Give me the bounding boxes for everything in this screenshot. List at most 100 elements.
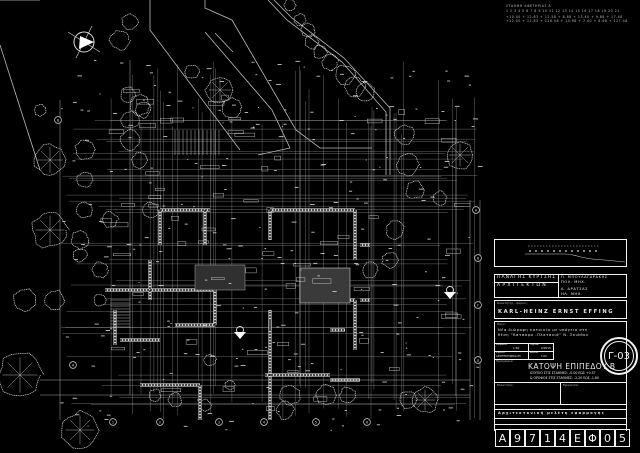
dimension-text (455, 105, 460, 107)
dimension-text (378, 409, 382, 411)
dimension-text (94, 60, 97, 61)
annotation-box (424, 118, 440, 124)
code-char: Φ (585, 429, 600, 447)
dimension-text (333, 202, 339, 203)
owner-box (494, 300, 627, 319)
dimension-text (283, 123, 287, 125)
tree-symbol (222, 97, 243, 119)
dimension-text (397, 407, 399, 409)
dimension-text (231, 218, 236, 220)
tree-symbol (203, 353, 217, 366)
dimension-text (276, 84, 281, 85)
dimension-text (458, 359, 462, 361)
dimension-text (339, 120, 344, 121)
section-marker-icon (234, 326, 246, 339)
annotation-box (222, 386, 235, 392)
grid-bubble-label: 5 (315, 420, 317, 424)
level-line-1: ΙΣΟΓΕΙΟ ΣΤΙΣ ΣΤΑΘΜΕΣ: -0.00 ΕΩΣ +0.57 (530, 371, 596, 375)
dimension-text (264, 288, 267, 290)
dimension-text (212, 232, 217, 234)
annotation-box (228, 117, 242, 120)
dimension-text (288, 359, 291, 361)
tree-symbol (395, 153, 421, 177)
dimension-text (396, 415, 402, 416)
scale-value: 1:50 (513, 346, 520, 350)
dimension-text (460, 388, 465, 390)
dimension-text (476, 366, 480, 368)
dimension-text (355, 264, 360, 266)
dimension-text (153, 85, 156, 86)
dimension-text (361, 334, 364, 336)
dimension-text (398, 322, 402, 324)
annotation-box (266, 406, 275, 412)
dimension-text (149, 72, 153, 74)
dimension-text (222, 244, 227, 246)
dimension-text (405, 394, 407, 395)
dimension-text (91, 365, 95, 367)
scale-label: Κλίμακα: (496, 343, 508, 346)
dimension-text (344, 410, 347, 411)
dimension-text (99, 221, 103, 222)
code-char: Ε (570, 429, 585, 447)
dimension-text (294, 312, 299, 314)
dimension-text (390, 77, 394, 79)
dimension-text (333, 255, 338, 256)
sheet-badge: Γ-03 (600, 337, 638, 375)
tree-symbol (129, 93, 151, 116)
patio-area (299, 267, 351, 304)
annotation-box (211, 277, 225, 280)
dimension-text (187, 159, 189, 160)
dimension-text (224, 189, 227, 190)
dimension-text (354, 116, 356, 117)
dimension-text (311, 231, 315, 233)
key-plan-box (494, 239, 627, 267)
dimension-text (222, 165, 227, 166)
tree-symbol (0, 352, 45, 397)
dimension-text (201, 77, 204, 79)
project-line-2: θέση "Κατσαρα -Πλατανιά" Ν. Σκιάθου (498, 333, 589, 337)
date-label: Ημ/νια: (530, 343, 540, 346)
dimension-text (360, 288, 363, 290)
dimension-text (464, 75, 470, 77)
tree-symbol (76, 171, 94, 188)
dimension-text (278, 136, 284, 138)
dimension-text (424, 271, 427, 273)
dimension-text (385, 259, 389, 261)
annotation-box (353, 287, 370, 291)
dimension-text (442, 277, 446, 279)
code-char: 1 (540, 429, 555, 447)
grid-bubble-label: A (72, 363, 75, 367)
content-label: Περιεχόμενα: (496, 360, 514, 363)
dimension-text (310, 363, 314, 364)
dimension-text (73, 101, 77, 103)
dimension-text (138, 282, 140, 283)
tree-symbol (293, 13, 307, 27)
tree-symbol (432, 190, 448, 206)
dimension-text (331, 70, 333, 71)
dimension-text (167, 325, 171, 327)
grid-bubble-label: 3 (218, 420, 220, 424)
engineer2-role: ΗΛ. ΜΗΧ. (561, 292, 583, 296)
dimension-text (295, 60, 301, 62)
dimension-text (360, 228, 365, 230)
dimension-text (194, 163, 198, 164)
dimension-text (85, 139, 90, 141)
annotation-box (445, 312, 458, 318)
dimension-text (111, 285, 116, 287)
dimension-text (356, 198, 359, 200)
dimension-text (75, 414, 80, 416)
dimension-text (320, 164, 325, 166)
annotation-box (208, 100, 225, 106)
owner-label: Ιδιοκτήτης - Κύριος: (497, 301, 528, 305)
dimension-text (412, 70, 415, 72)
dimension-text (254, 349, 258, 350)
dimension-text (222, 122, 224, 124)
tree-symbol (167, 392, 182, 407)
annotation-box (185, 339, 198, 345)
dimension-text (386, 157, 388, 158)
dimension-text (101, 335, 105, 337)
dimension-text (274, 170, 277, 171)
architect-role: ΑΡΧΙΤΕΚΤΩΝ (497, 283, 548, 288)
annotation-box (160, 388, 181, 393)
dimension-text (72, 397, 78, 399)
